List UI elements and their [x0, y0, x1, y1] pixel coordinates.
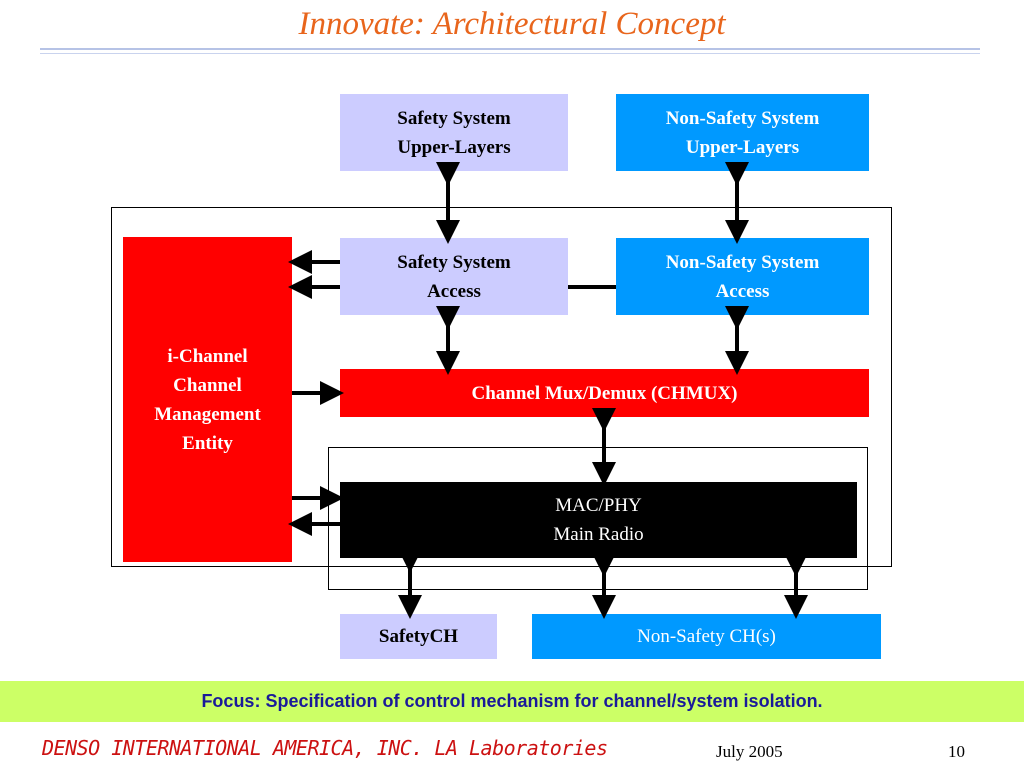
safety-access-label: Safety System Access: [397, 251, 511, 302]
nonsafety-ch-label: Non-Safety CH(s): [637, 626, 776, 647]
footer-date: July 2005: [716, 742, 783, 761]
mac-phy-label: MAC/PHY Main Radio: [553, 495, 644, 545]
focus-text: Focus: Specification of control mechanis…: [201, 691, 823, 711]
safety-channel-box: SafetyCH: [340, 614, 497, 659]
channel-management-entity-box: i-Channel Channel Management Entity: [123, 237, 292, 562]
non-safety-channel-box: Non-Safety CH(s): [532, 614, 881, 659]
mac-phy-box: MAC/PHY Main Radio: [340, 482, 857, 558]
title-divider-thin: [40, 53, 980, 54]
icme-label: i-Channel Channel Management Entity: [154, 345, 261, 454]
safety-ch-label: SafetyCH: [378, 626, 459, 647]
safety-system-upper-layers-box: Safety System Upper-Layers: [340, 94, 568, 171]
device-frame: [111, 207, 892, 567]
safety-upper-label: Safety System Upper-Layers: [397, 107, 511, 158]
chmux-label: Channel Mux/Demux (CHMUX): [471, 382, 738, 404]
nonsafety-access-label: Non-Safety System Access: [665, 251, 820, 302]
safety-system-access-box: Safety System Access: [340, 238, 568, 315]
page-number: 10: [948, 742, 965, 761]
nonsafety-upper-label: Non-Safety System Upper-Layers: [665, 107, 820, 158]
non-safety-system-access-box: Non-Safety System Access: [616, 238, 869, 315]
title-divider: [40, 48, 980, 50]
slide-title: Innovate: Architectural Concept: [298, 6, 726, 42]
footer-company: DENSO INTERNATIONAL AMERICA, INC. LA Lab…: [42, 736, 608, 760]
focus-banner: Focus: Specification of control mechanis…: [0, 681, 1024, 722]
non-safety-system-upper-layers-box: Non-Safety System Upper-Layers: [616, 94, 869, 171]
